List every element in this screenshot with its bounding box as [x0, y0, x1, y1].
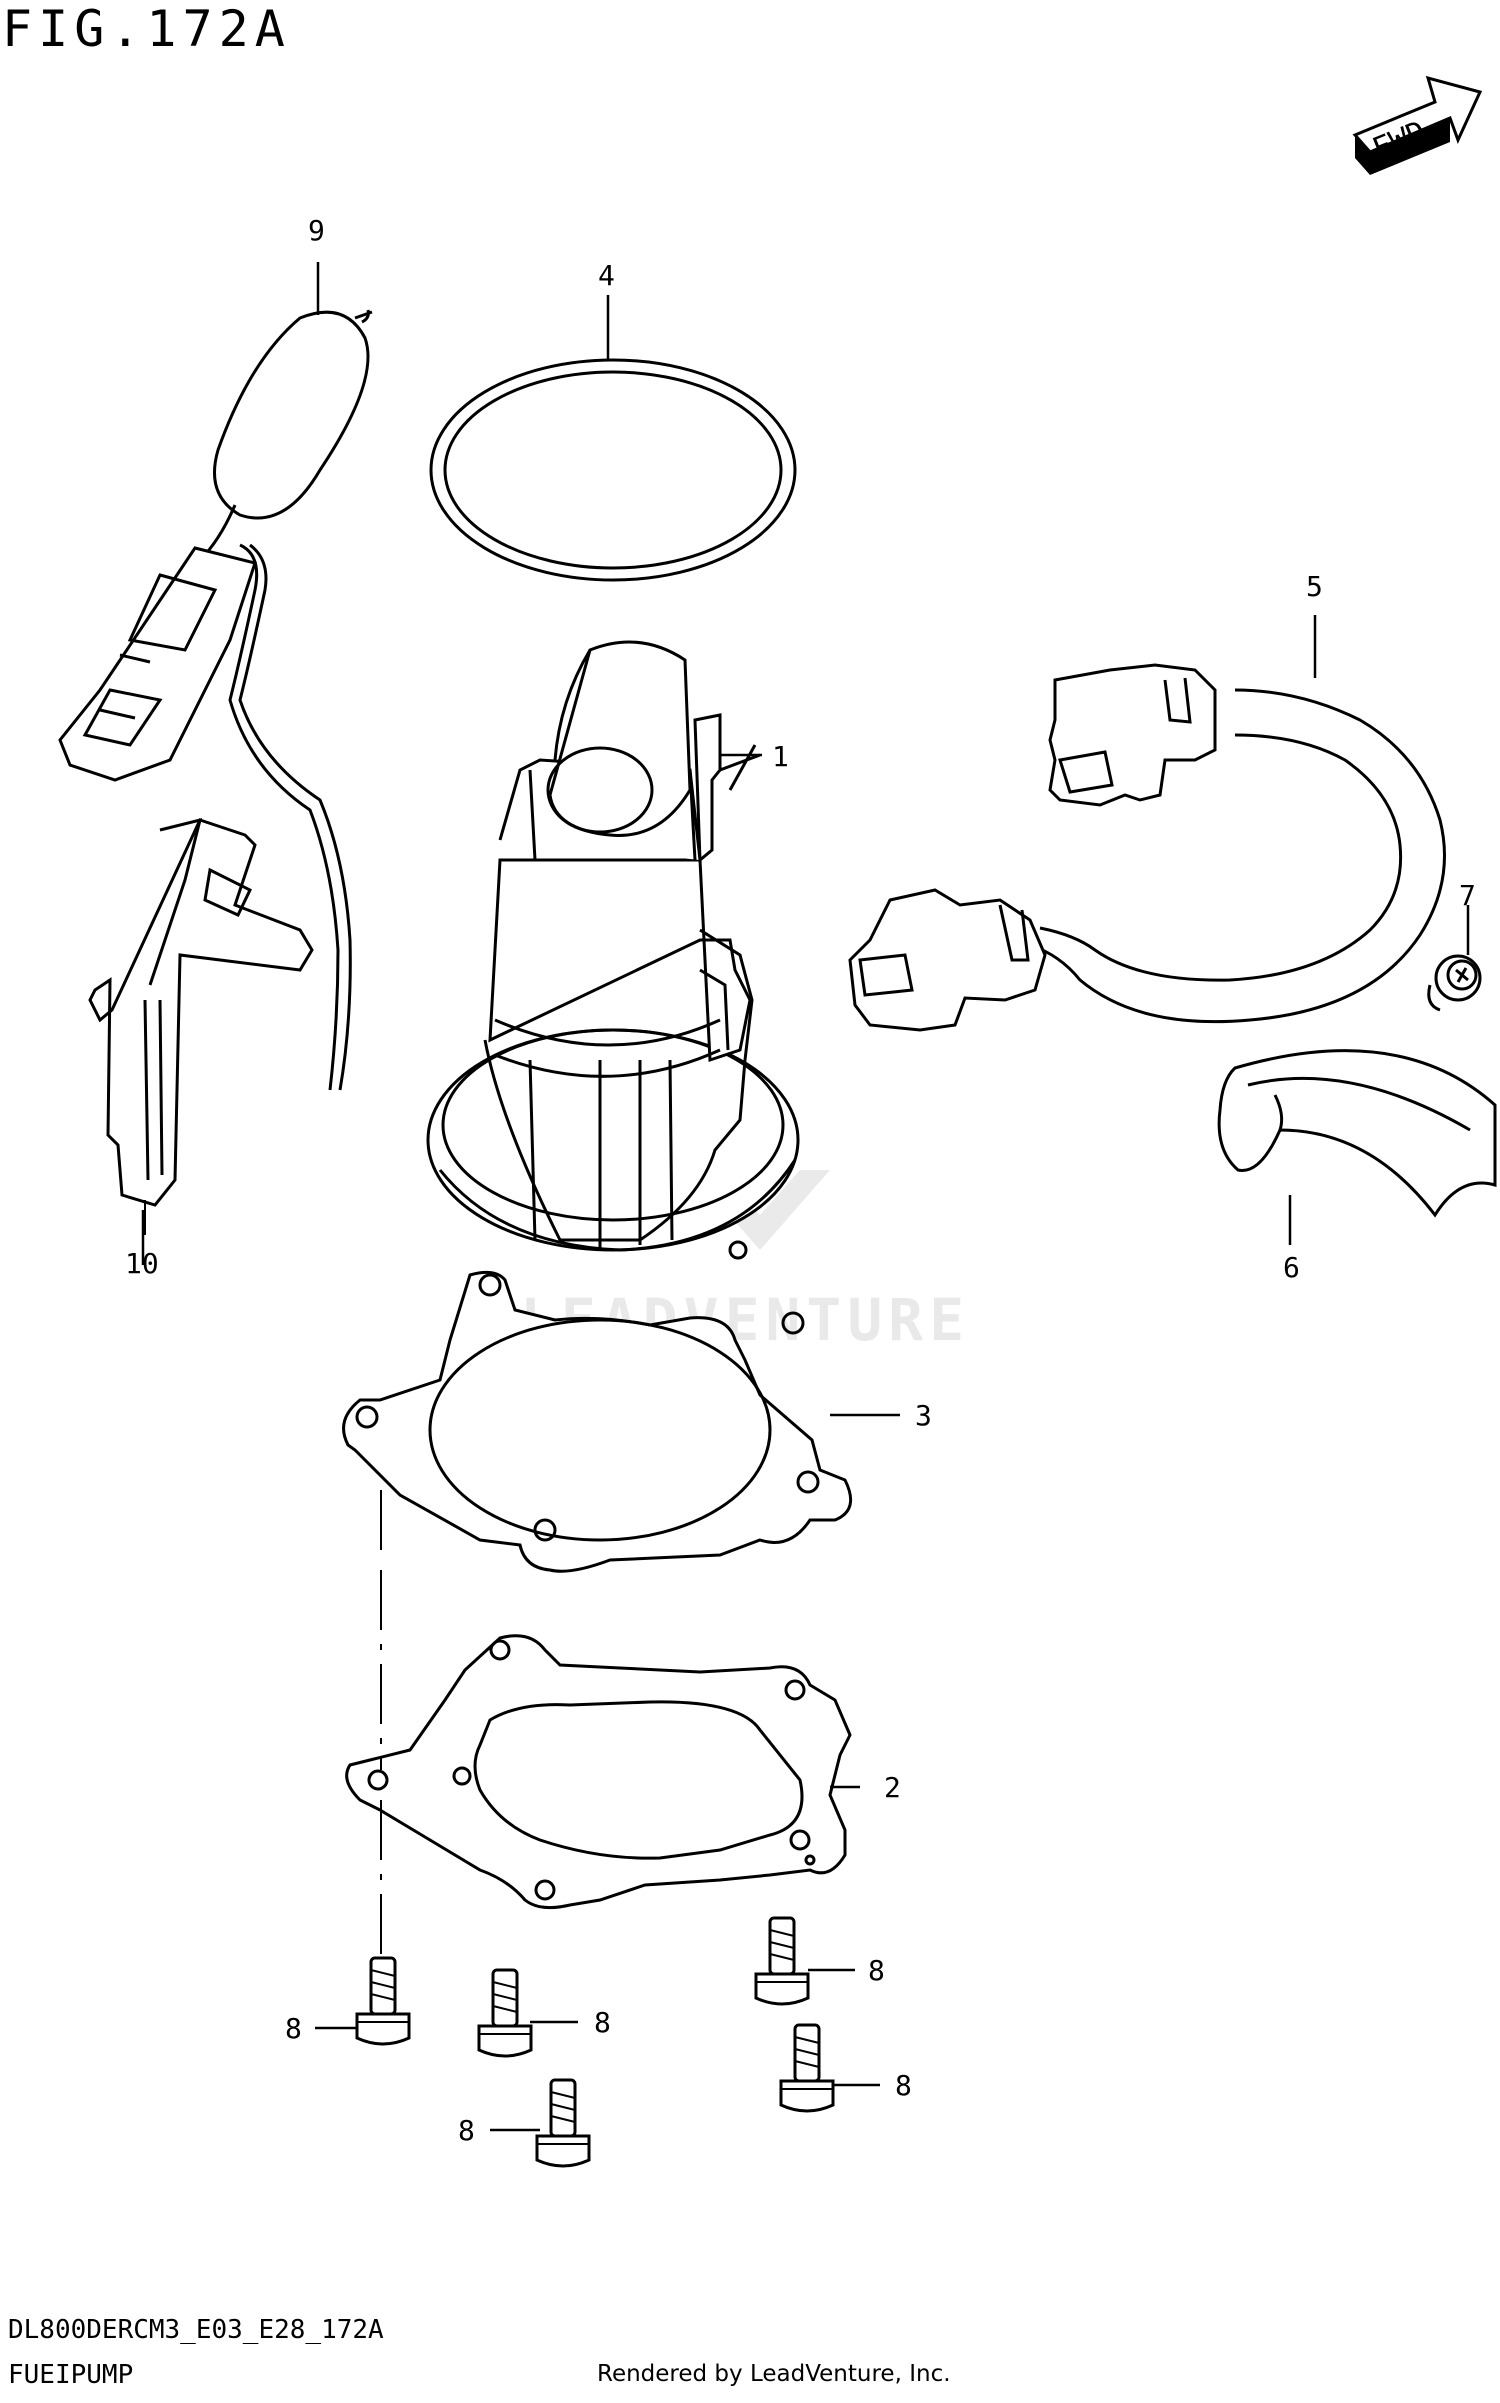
part-4-o-ring — [429, 358, 797, 582]
section-name: FUEIPUMP — [8, 2360, 134, 2390]
bolt-8-c — [535, 2078, 591, 2168]
part-5-fuel-hose — [848, 663, 1446, 1032]
part-8-bolts — [355, 1916, 835, 2168]
callout-8-e: 8 — [895, 2069, 912, 2102]
callout-10: 10 — [125, 1247, 159, 1280]
callout-1: 1 — [772, 740, 789, 773]
part-3-gasket — [342, 1270, 853, 1573]
callout-8-c: 8 — [458, 2114, 475, 2147]
part-2-plate — [345, 1634, 852, 1910]
callout-labels: 9 4 1 5 7 6 10 3 2 8 8 8 8 8 — [125, 214, 1476, 2147]
part-9-level-sensor — [58, 309, 373, 1091]
callout-9: 9 — [308, 214, 325, 247]
bolt-8-d — [754, 1916, 810, 2006]
callout-8-a: 8 — [285, 2012, 302, 2045]
render-credit: Rendered by LeadVenture, Inc. — [597, 2361, 951, 2387]
bolt-8-b — [477, 1968, 533, 2058]
callout-5: 5 — [1306, 570, 1323, 603]
bolt-8-a — [355, 1956, 411, 2046]
callout-4: 4 — [598, 259, 615, 292]
bolt-8-e — [779, 2023, 835, 2113]
fwd-arrow-icon: FWD — [1352, 75, 1483, 175]
part-1-fuel-pump — [426, 640, 800, 1260]
callout-6: 6 — [1283, 1251, 1300, 1284]
model-code: DL800DERCM3_E03_E28_172A — [8, 2315, 384, 2345]
callout-3: 3 — [915, 1399, 932, 1432]
leader-lines — [141, 262, 1470, 2132]
callout-7: 7 — [1459, 879, 1476, 912]
callout-8-b: 8 — [594, 2006, 611, 2039]
part-6-protector — [1217, 1049, 1497, 1218]
part-10-bracket — [88, 817, 314, 1235]
part-7-screw — [1427, 954, 1482, 1012]
figure-title: FIG.172A — [2, 0, 291, 58]
callout-2: 2 — [884, 1771, 901, 1804]
callout-8-d: 8 — [868, 1954, 885, 1987]
